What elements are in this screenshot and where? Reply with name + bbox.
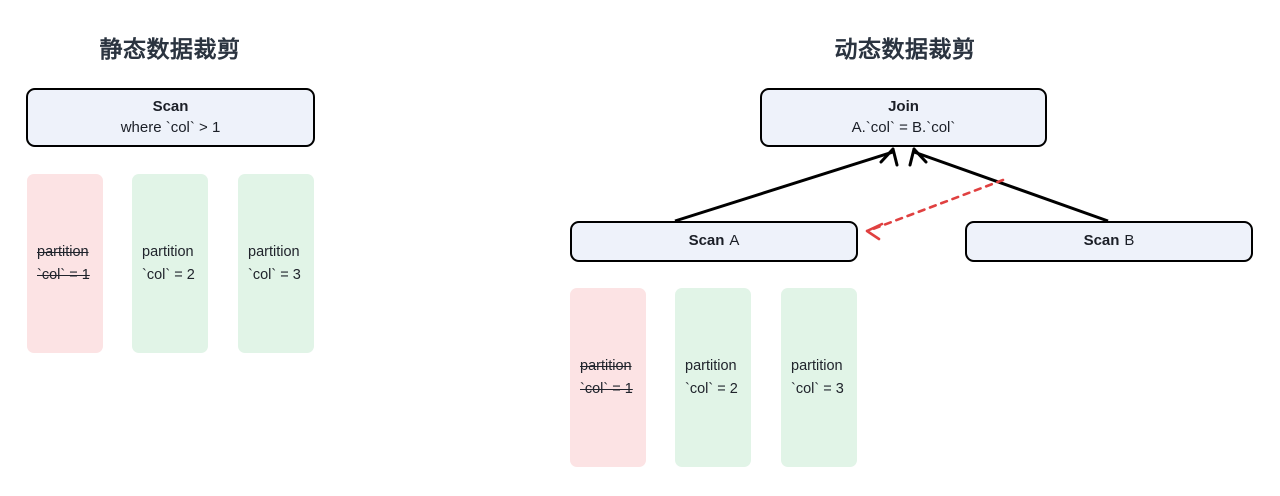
right-partition-1[interactable]: partition `col` = 1 xyxy=(570,288,646,467)
join-node-title: Join xyxy=(888,98,919,116)
left-scan-node-predicate: where `col` > 1 xyxy=(120,118,221,136)
scan-b-node-table: B xyxy=(1124,232,1135,250)
right-partition-3-line1: partition xyxy=(791,358,843,375)
right-panel-title: 动态数据裁剪 xyxy=(834,36,976,62)
left-partition-3-line1: partition xyxy=(248,244,300,261)
left-partition-3[interactable]: partition `col` = 3 xyxy=(238,174,314,353)
left-scan-node-title: Scan xyxy=(152,98,189,116)
left-partition-2[interactable]: partition `col` = 2 xyxy=(132,174,208,353)
right-partition-1-line1: partition xyxy=(580,358,632,375)
left-scan-node[interactable]: Scan where `col` > 1 xyxy=(26,88,315,147)
arrowhead-up-left-icon xyxy=(879,147,899,167)
left-partition-2-line2: `col` = 2 xyxy=(142,266,195,283)
join-node-condition: A.`col` = B.`col` xyxy=(851,118,956,136)
right-partition-2[interactable]: partition `col` = 2 xyxy=(675,288,751,467)
left-partition-1[interactable]: partition `col` = 1 xyxy=(27,174,103,353)
scan-b-node[interactable]: Scan B xyxy=(965,221,1253,262)
left-partition-1-line1: partition xyxy=(37,244,89,261)
scan-b-node-title: Scan xyxy=(1083,232,1120,250)
right-partition-1-line2: `col` = 1 xyxy=(580,380,633,397)
scan-a-node-table: A xyxy=(729,232,740,250)
left-panel-title: 静态数据裁剪 xyxy=(99,36,241,62)
arrowhead-left-icon xyxy=(865,222,884,241)
right-partition-3-line2: `col` = 3 xyxy=(791,380,844,397)
right-partition-3[interactable]: partition `col` = 3 xyxy=(781,288,857,467)
right-partition-2-line2: `col` = 2 xyxy=(685,380,738,397)
left-partition-3-line2: `col` = 3 xyxy=(248,266,301,283)
right-partition-2-line1: partition xyxy=(685,358,737,375)
arrowhead-up-right-icon xyxy=(908,147,928,167)
left-partition-1-line2: `col` = 1 xyxy=(37,266,90,283)
scan-a-node[interactable]: Scan A xyxy=(570,221,858,262)
left-partition-2-line1: partition xyxy=(142,244,194,261)
join-node[interactable]: Join A.`col` = B.`col` xyxy=(760,88,1047,147)
edge-scan-b-to-join xyxy=(908,147,1109,223)
edge-scan-a-to-join xyxy=(674,147,899,223)
scan-a-node-title: Scan xyxy=(688,232,725,250)
